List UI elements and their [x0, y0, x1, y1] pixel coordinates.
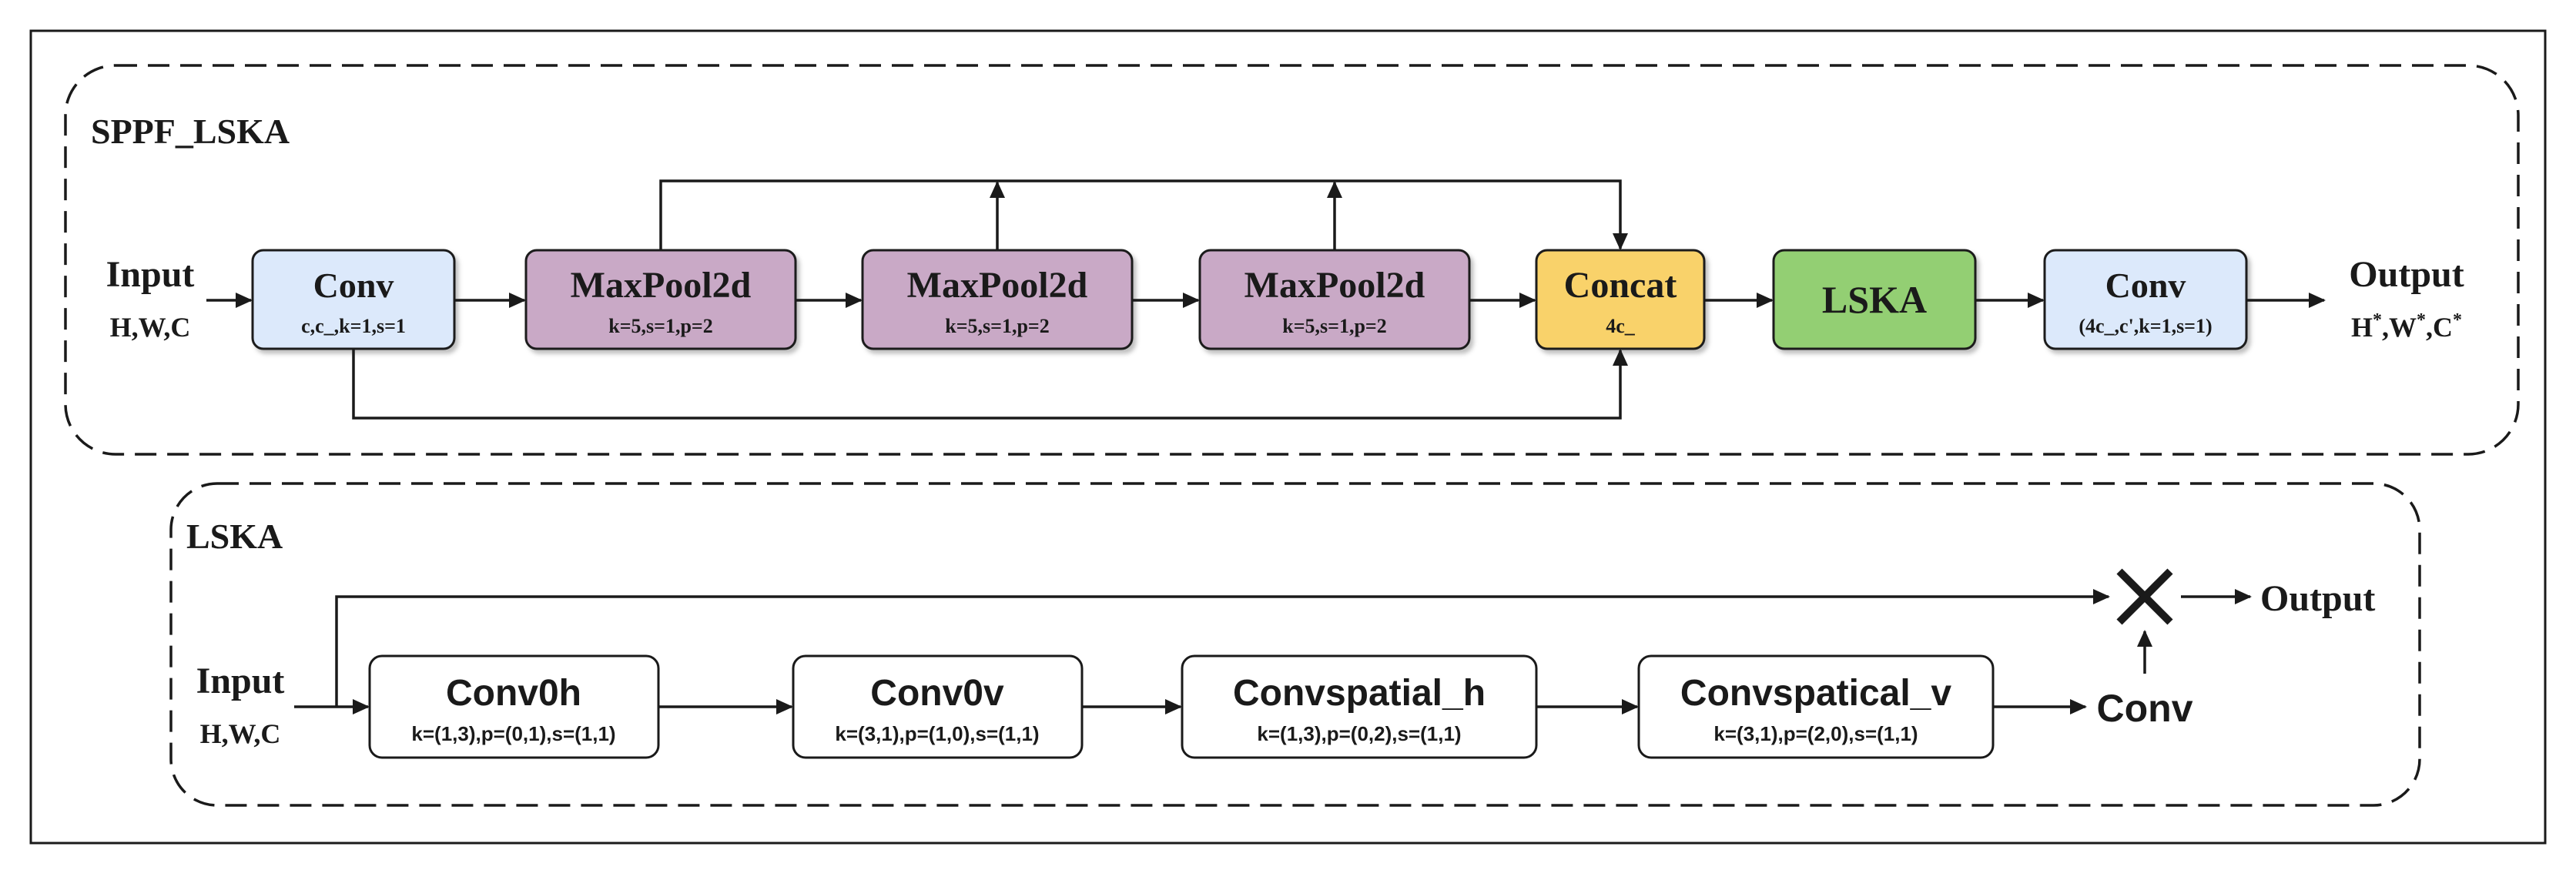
- output-dim-w-star: *: [2417, 310, 2426, 330]
- sppf-output-dims: H*,W*,C*: [2351, 310, 2462, 343]
- lska-conv0h-title: Conv0h: [446, 673, 581, 714]
- sppf-maxpool2-block: MaxPool2d k=5,s=1,p=2: [861, 249, 1134, 350]
- sppf-section-border: [64, 64, 2520, 456]
- lska-conv0h-params: k=(1,3),p=(0,1),s=(1,1): [411, 722, 615, 745]
- lska-conv0v-title: Conv0v: [870, 673, 1004, 714]
- sppf-maxpool1-block: MaxPool2d k=5,s=1,p=2: [524, 249, 797, 350]
- lska-conv-label: Conv: [2097, 687, 2193, 730]
- sppf-conv1-title: Conv: [313, 266, 394, 305]
- lska-convspatical-v-title: Convspatical_v: [1680, 673, 1951, 714]
- multiply-cross-icon: [2116, 568, 2173, 625]
- sppf-conv1-block: Conv c,c_,k=1,s=1: [251, 249, 456, 350]
- lska-output-label: Output: [2260, 578, 2375, 619]
- lska-connectors: [294, 589, 2252, 714]
- sppf-output-title: Output: [2349, 254, 2464, 295]
- sppf-maxpool3-block: MaxPool2d k=5,s=1,p=2: [1198, 249, 1471, 350]
- lska-convspatial-h-block: Convspatial_h k=(1,3),p=(0,2),s=(1,1): [1181, 654, 1538, 759]
- output-dim-c-star: *: [2453, 310, 2462, 330]
- skip-path-input-multiply: [335, 589, 2110, 707]
- lska-input-dims: H,W,C: [200, 718, 281, 749]
- lska-conv0h-block: Conv0h k=(1,3),p=(0,1),s=(1,1): [368, 654, 660, 759]
- lska-conv0v-block: Conv0v k=(3,1),p=(1,0),s=(1,1): [792, 654, 1084, 759]
- lska-convspatical-v-params: k=(3,1),p=(2,0),s=(1,1): [1713, 722, 1918, 745]
- lska-convspatial-h-params: k=(1,3),p=(0,2),s=(1,1): [1257, 722, 1461, 745]
- output-dim-w: ,W: [2382, 312, 2417, 343]
- sppf-concat-block: Concat 4c_: [1535, 249, 1706, 350]
- sppf-maxpool2-title: MaxPool2d: [907, 265, 1088, 306]
- lska-convspatical-v-block: Convspatical_v k=(3,1),p=(2,0),s=(1,1): [1637, 654, 1995, 759]
- bottom-bus-conv1-concat: [352, 349, 1628, 420]
- sppf-input-dims: H,W,C: [110, 312, 191, 343]
- output-dim-h: H: [2351, 312, 2373, 343]
- lska-conv0v-params: k=(3,1),p=(1,0),s=(1,1): [835, 722, 1039, 745]
- sppf-conv2-params: (4c_,c',k=1,s=1): [2079, 315, 2212, 337]
- sppf-input-title: Input: [106, 254, 195, 295]
- lska-section-label: LSKA: [186, 517, 283, 556]
- sppf-concat-title: Concat: [1564, 265, 1677, 306]
- lska-section-border: [169, 482, 2421, 807]
- lska-input-title: Input: [196, 661, 285, 701]
- sppf-connectors: [206, 179, 2326, 420]
- sppf-maxpool3-title: MaxPool2d: [1244, 265, 1425, 306]
- sppf-lska-title: LSKA: [1822, 278, 1927, 321]
- sppf-conv1-params: c,c_,k=1,s=1: [301, 315, 406, 337]
- sppf-maxpool2-params: k=5,s=1,p=2: [945, 315, 1049, 337]
- sppf-maxpool1-params: k=5,s=1,p=2: [608, 315, 712, 337]
- sppf-concat-params: 4c_: [1606, 315, 1636, 337]
- sppf-conv2-block: Conv (4c_,c',k=1,s=1): [2043, 249, 2248, 350]
- lska-convspatial-h-title: Convspatial_h: [1233, 673, 1486, 714]
- sppf-lska-block: LSKA: [1772, 249, 1977, 350]
- sppf-conv2-title: Conv: [2105, 266, 2186, 305]
- sppf-maxpool3-params: k=5,s=1,p=2: [1282, 315, 1386, 337]
- sppf-section-label: SPPF_LSKA: [91, 112, 290, 151]
- outer-frame: [29, 29, 2547, 845]
- sppf-maxpool1-title: MaxPool2d: [571, 265, 752, 306]
- output-dim-h-star: *: [2373, 310, 2382, 330]
- output-dim-c: ,C: [2426, 312, 2453, 343]
- top-bus-maxpool1-concat: [659, 179, 1628, 250]
